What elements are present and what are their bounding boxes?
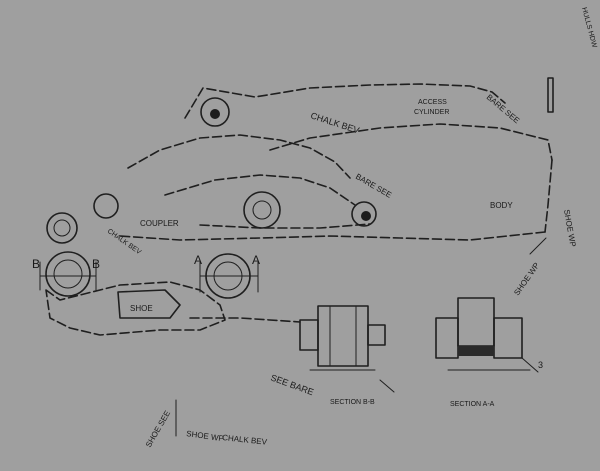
- upper-arm-outline: [184, 83, 506, 119]
- section-a-detail: [435, 297, 539, 373]
- pin-right: [351, 201, 377, 227]
- label-coupler: COUPLER: [140, 219, 179, 228]
- callout-2: BARE SEE: [485, 93, 521, 126]
- top-bracket: [547, 77, 554, 113]
- pin-mid: [243, 191, 281, 229]
- lower-link: [189, 317, 301, 323]
- section-b-bushing: [39, 251, 97, 297]
- body-bottom-edge: [119, 231, 546, 241]
- callout-11: CHALK BEV: [222, 433, 268, 447]
- leader-3: [379, 379, 395, 393]
- pin-far-left: [46, 212, 78, 244]
- callout-6: SHOE WP: [512, 261, 541, 297]
- label-shoe: SHOE: [130, 304, 153, 313]
- inner-link-edge: [164, 174, 356, 206]
- label-section-a: SECTION A-A: [450, 401, 495, 408]
- label-body: BODY: [490, 201, 513, 210]
- pin-left: [93, 193, 119, 219]
- marker-a-right: A: [252, 253, 260, 267]
- body-top-edge: [269, 123, 553, 161]
- callout-10: SHOE WP: [186, 429, 225, 443]
- pin-top: [200, 97, 230, 127]
- shoe-inner: [117, 289, 181, 319]
- inner-link-lower: [199, 223, 371, 229]
- leader-2: [529, 237, 547, 255]
- label-access-cylinder-1: ACCESS: [418, 99, 447, 106]
- callout-8: HULLS HDW: [580, 7, 598, 49]
- section-b-detail: [299, 305, 386, 371]
- callout-1: CHALK BEV: [309, 110, 360, 135]
- section-a-bushing: [199, 253, 259, 299]
- marker-b-left: B: [32, 257, 40, 271]
- callout-3: BARE SEE: [354, 172, 393, 200]
- label-access-cylinder-2: CYLINDER: [414, 109, 449, 116]
- callout-5: SHOE WP: [562, 209, 577, 248]
- callout-4: CHALK BEV: [106, 228, 142, 256]
- body-right-edge: [544, 159, 553, 233]
- shoe-outline: [45, 281, 226, 336]
- callout-12: 3: [538, 360, 543, 370]
- label-section-b: SECTION B-B: [330, 399, 375, 406]
- upper-arm-lower-edge: [127, 134, 351, 179]
- callout-9: SHOE SEE: [144, 409, 172, 449]
- marker-b-right: B: [92, 257, 100, 271]
- callout-7: SEE BARE: [269, 372, 315, 397]
- marker-a-left: A: [194, 253, 202, 267]
